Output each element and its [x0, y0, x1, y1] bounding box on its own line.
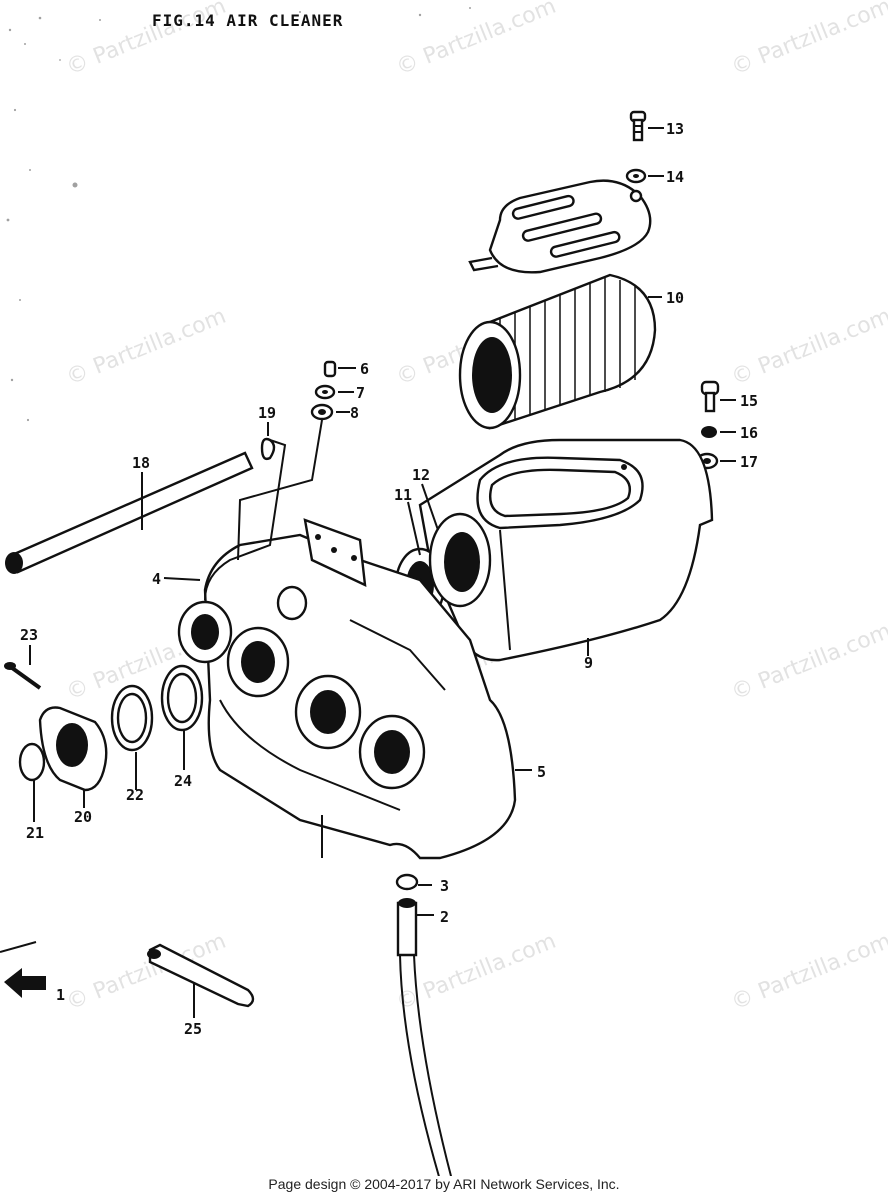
- callout-15: 15: [740, 392, 758, 410]
- watermark: © Partzilla.com: [728, 619, 888, 706]
- callout-22: 22: [126, 786, 144, 804]
- part-9-air-cleaner-case: [418, 438, 714, 662]
- front-arrow-icon: [4, 968, 46, 998]
- part-13-bolt: [629, 110, 647, 142]
- callout-18: 18: [132, 454, 150, 472]
- part-18-rod: [5, 451, 254, 574]
- part-23-screw: [4, 662, 42, 690]
- callout-23: 23: [20, 626, 38, 644]
- callout-3: 3: [440, 877, 449, 895]
- part-20-flange: [38, 706, 108, 792]
- watermark: © Partzilla.com: [728, 0, 888, 81]
- part-25-strap: [147, 943, 255, 1008]
- callout-8: 8: [350, 404, 359, 422]
- watermark: © Partzilla.com: [728, 929, 888, 1016]
- part-4-hose: [204, 419, 323, 601]
- callout-16: 16: [740, 424, 758, 442]
- part-22-clamp: [110, 684, 154, 752]
- callout-1: 1: [56, 986, 65, 1004]
- carburetor-boots: [177, 600, 426, 790]
- callout-20: 20: [74, 808, 92, 826]
- part-21-o-ring: [18, 742, 46, 782]
- scan-noise: [6, 7, 471, 422]
- callout-14: 14: [666, 168, 684, 186]
- part-6-bolt: [323, 360, 337, 378]
- part-10-filter-element: [458, 273, 657, 430]
- callout-labels: 1 2 3 4 5 6 7 8 9 10 11 12 13 14 15 16 1…: [20, 120, 758, 1038]
- callout-4: 4: [152, 570, 161, 588]
- part-1-intake-housing: [203, 518, 517, 860]
- callout-17: 17: [740, 453, 758, 471]
- watermark: © Partzilla.com: [393, 0, 560, 81]
- part-7-washer: [314, 384, 336, 400]
- callout-12: 12: [412, 466, 430, 484]
- callout-25: 25: [184, 1020, 202, 1038]
- callout-11: 11: [394, 486, 412, 504]
- part-15-bolt: [700, 380, 720, 413]
- part-14-washer: [625, 168, 647, 184]
- leader-lines: [29, 127, 736, 1018]
- part-19-clip: [260, 437, 276, 461]
- part-3-cap: [395, 873, 419, 891]
- part-8-washer: [310, 403, 334, 421]
- cover-plate: [468, 179, 652, 274]
- callout-21: 21: [26, 824, 44, 842]
- watermark: © Partzilla.com: [63, 304, 230, 391]
- callout-5: 5: [537, 763, 546, 781]
- leader-line: [0, 941, 37, 953]
- callout-2: 2: [440, 908, 449, 926]
- callout-6: 6: [360, 360, 369, 378]
- figure-title: FIG.14 AIR CLEANER: [152, 11, 343, 30]
- callout-7: 7: [356, 384, 365, 402]
- watermark: © Partzilla.com: [728, 304, 888, 391]
- callout-19: 19: [258, 404, 276, 422]
- part-24-clamp: [160, 664, 204, 732]
- callout-13: 13: [666, 120, 684, 138]
- part-16-nut: [701, 426, 717, 438]
- page-footer: Page design © 2004-2017 by ARI Network S…: [268, 1176, 620, 1192]
- callout-24: 24: [174, 772, 192, 790]
- part-12-clamp: [428, 512, 492, 608]
- callout-9: 9: [584, 654, 593, 672]
- callout-10: 10: [666, 289, 684, 307]
- part-2-drain-tube: [396, 898, 453, 1176]
